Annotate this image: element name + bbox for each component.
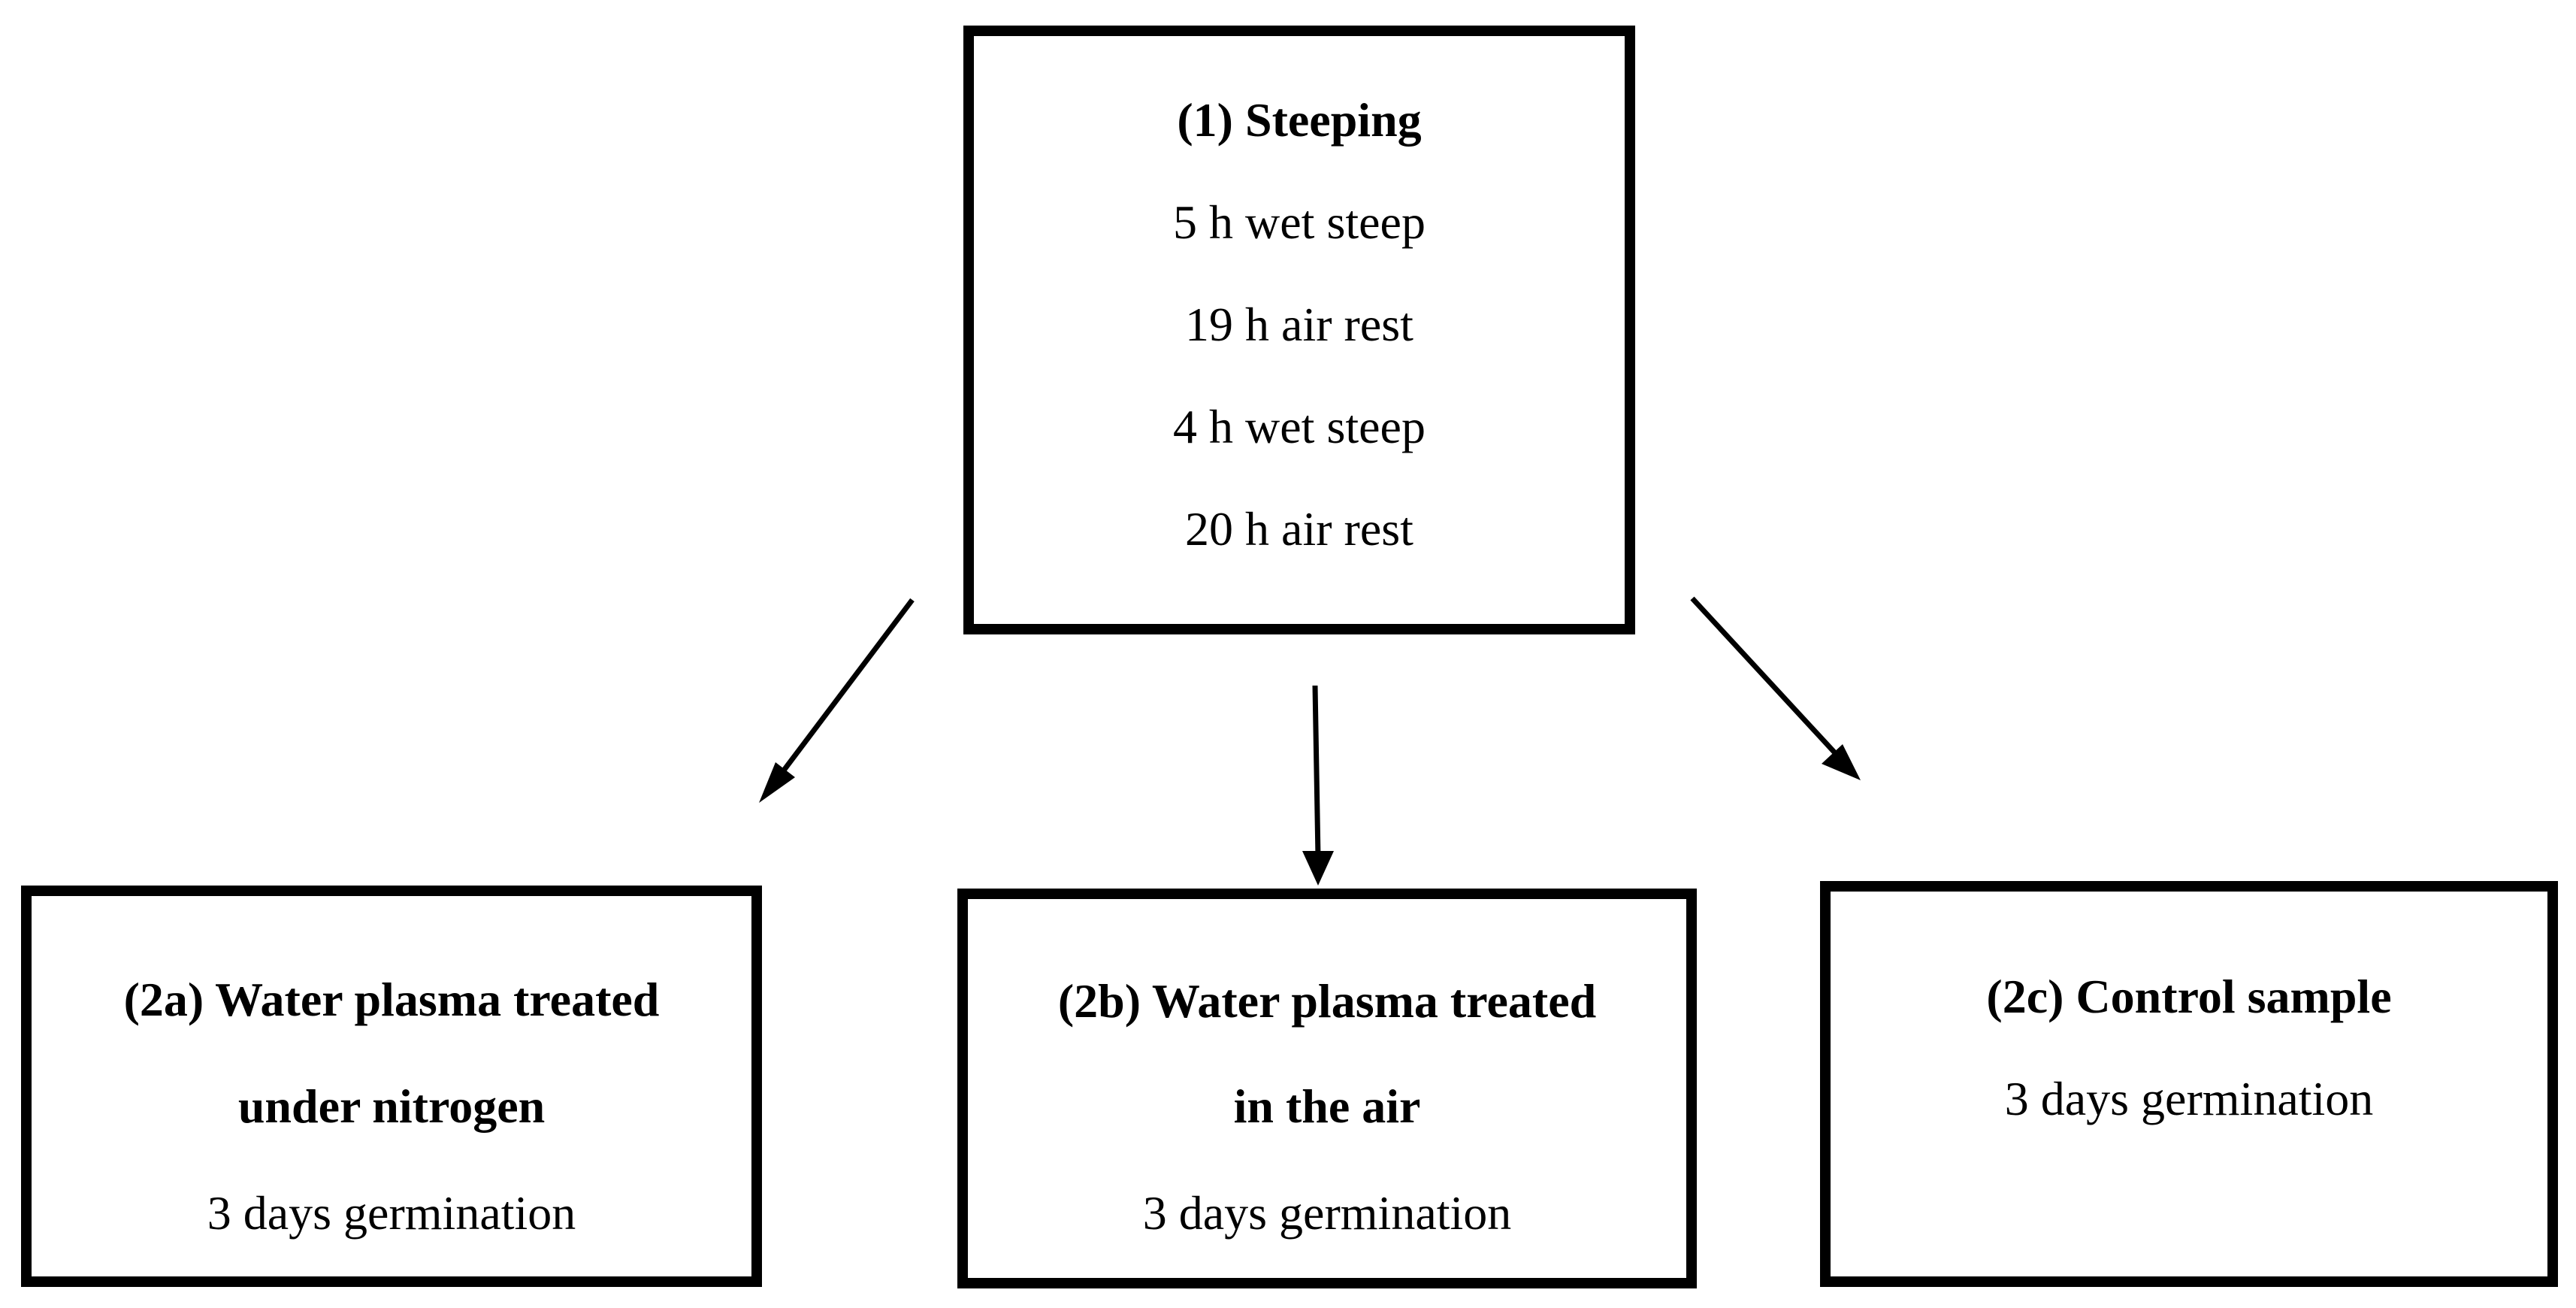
steeping-title: (1) Steeping — [1177, 93, 1422, 147]
steeping-step: 5 h wet steep — [1173, 195, 1426, 249]
control-sample-box: (2c) Control sample 3 days germination — [1820, 881, 2558, 1287]
branch-title-line2: in the air — [1233, 1079, 1421, 1133]
arrow-to-2c — [1690, 596, 1861, 780]
steeping-step: 4 h wet steep — [1173, 400, 1426, 453]
nitrogen-treatment-box: (2a) Water plasma treated under nitrogen… — [21, 886, 762, 1287]
air-treatment-box: (2b) Water plasma treated in the air 3 d… — [957, 889, 1697, 1288]
arrow-to-2a — [759, 598, 915, 803]
branch-detail: 3 days germination — [207, 1186, 576, 1240]
arrow-to-2b — [1302, 685, 1334, 886]
steeping-step: 19 h air rest — [1185, 298, 1413, 351]
branch-detail: 3 days germination — [2004, 1072, 2374, 1125]
steeping-step: 20 h air rest — [1185, 502, 1413, 556]
branch-title-line1: (2c) Control sample — [1986, 970, 2392, 1023]
branch-title-line2: under nitrogen — [237, 1079, 546, 1133]
branch-detail: 3 days germination — [1142, 1186, 1512, 1240]
branch-title-line1: (2b) Water plasma treated — [1057, 974, 1597, 1028]
steeping-box: (1) Steeping 5 h wet steep 19 h air rest… — [963, 26, 1635, 634]
branch-title-line1: (2a) Water plasma treated — [123, 973, 660, 1026]
